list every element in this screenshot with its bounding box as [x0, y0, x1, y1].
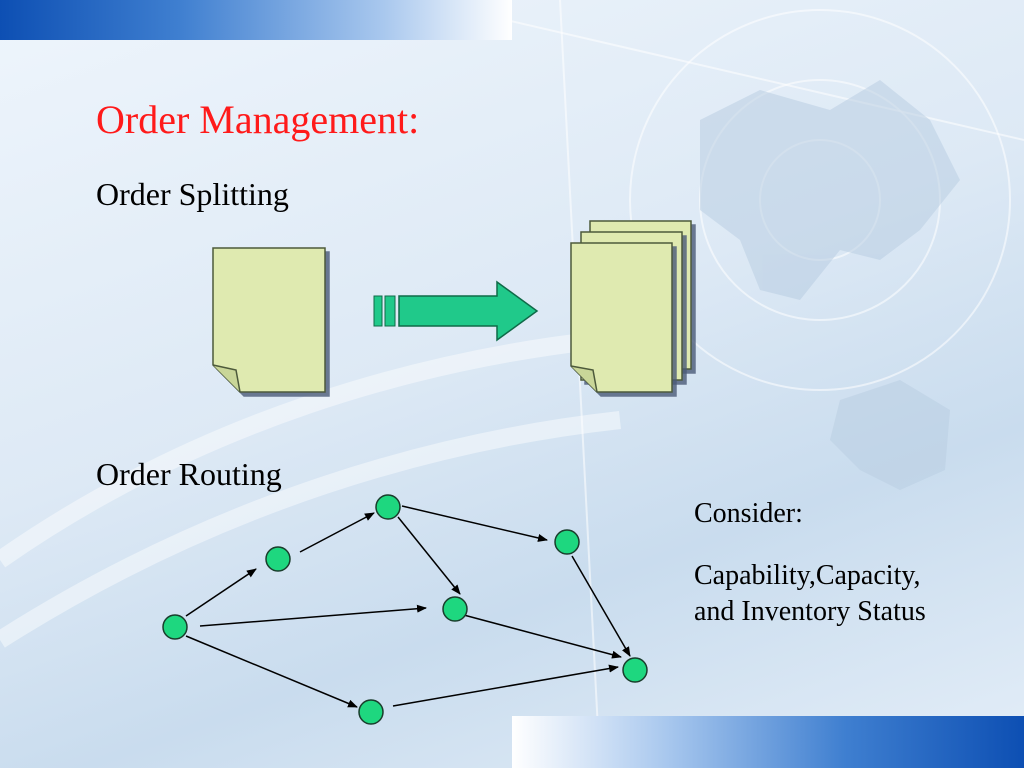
route-edge	[459, 613, 622, 659]
route-edge	[571, 555, 631, 657]
consider-heading: Consider:	[694, 498, 803, 529]
top-accent-band	[0, 0, 512, 40]
route-edge	[185, 568, 257, 617]
route-node	[265, 546, 291, 572]
route-node	[622, 657, 648, 683]
order-routing-heading: Order Routing	[96, 456, 282, 492]
right-arrow-icon	[373, 280, 539, 342]
route-edge	[299, 512, 375, 553]
route-edge	[401, 505, 548, 542]
consider-factors-line2: and Inventory Status	[694, 596, 926, 627]
bottom-accent-band	[512, 716, 1024, 768]
route-edge	[392, 664, 619, 707]
stacked-documents-icon	[570, 220, 692, 393]
consider-factors-line1: Capability,Capacity,	[694, 560, 921, 591]
order-splitting-heading: Order Splitting	[96, 176, 289, 212]
route-node	[358, 699, 384, 725]
consider-factors: Capability,Capacity, and Inventory Statu…	[694, 558, 994, 630]
slide-title: Order Management:	[96, 97, 420, 142]
document-icon	[212, 247, 326, 393]
route-node	[162, 614, 188, 640]
route-node	[554, 529, 580, 555]
route-edge	[185, 635, 358, 708]
route-edge	[199, 604, 427, 627]
route-edge	[397, 516, 461, 595]
route-node	[442, 596, 468, 622]
route-node	[375, 494, 401, 520]
